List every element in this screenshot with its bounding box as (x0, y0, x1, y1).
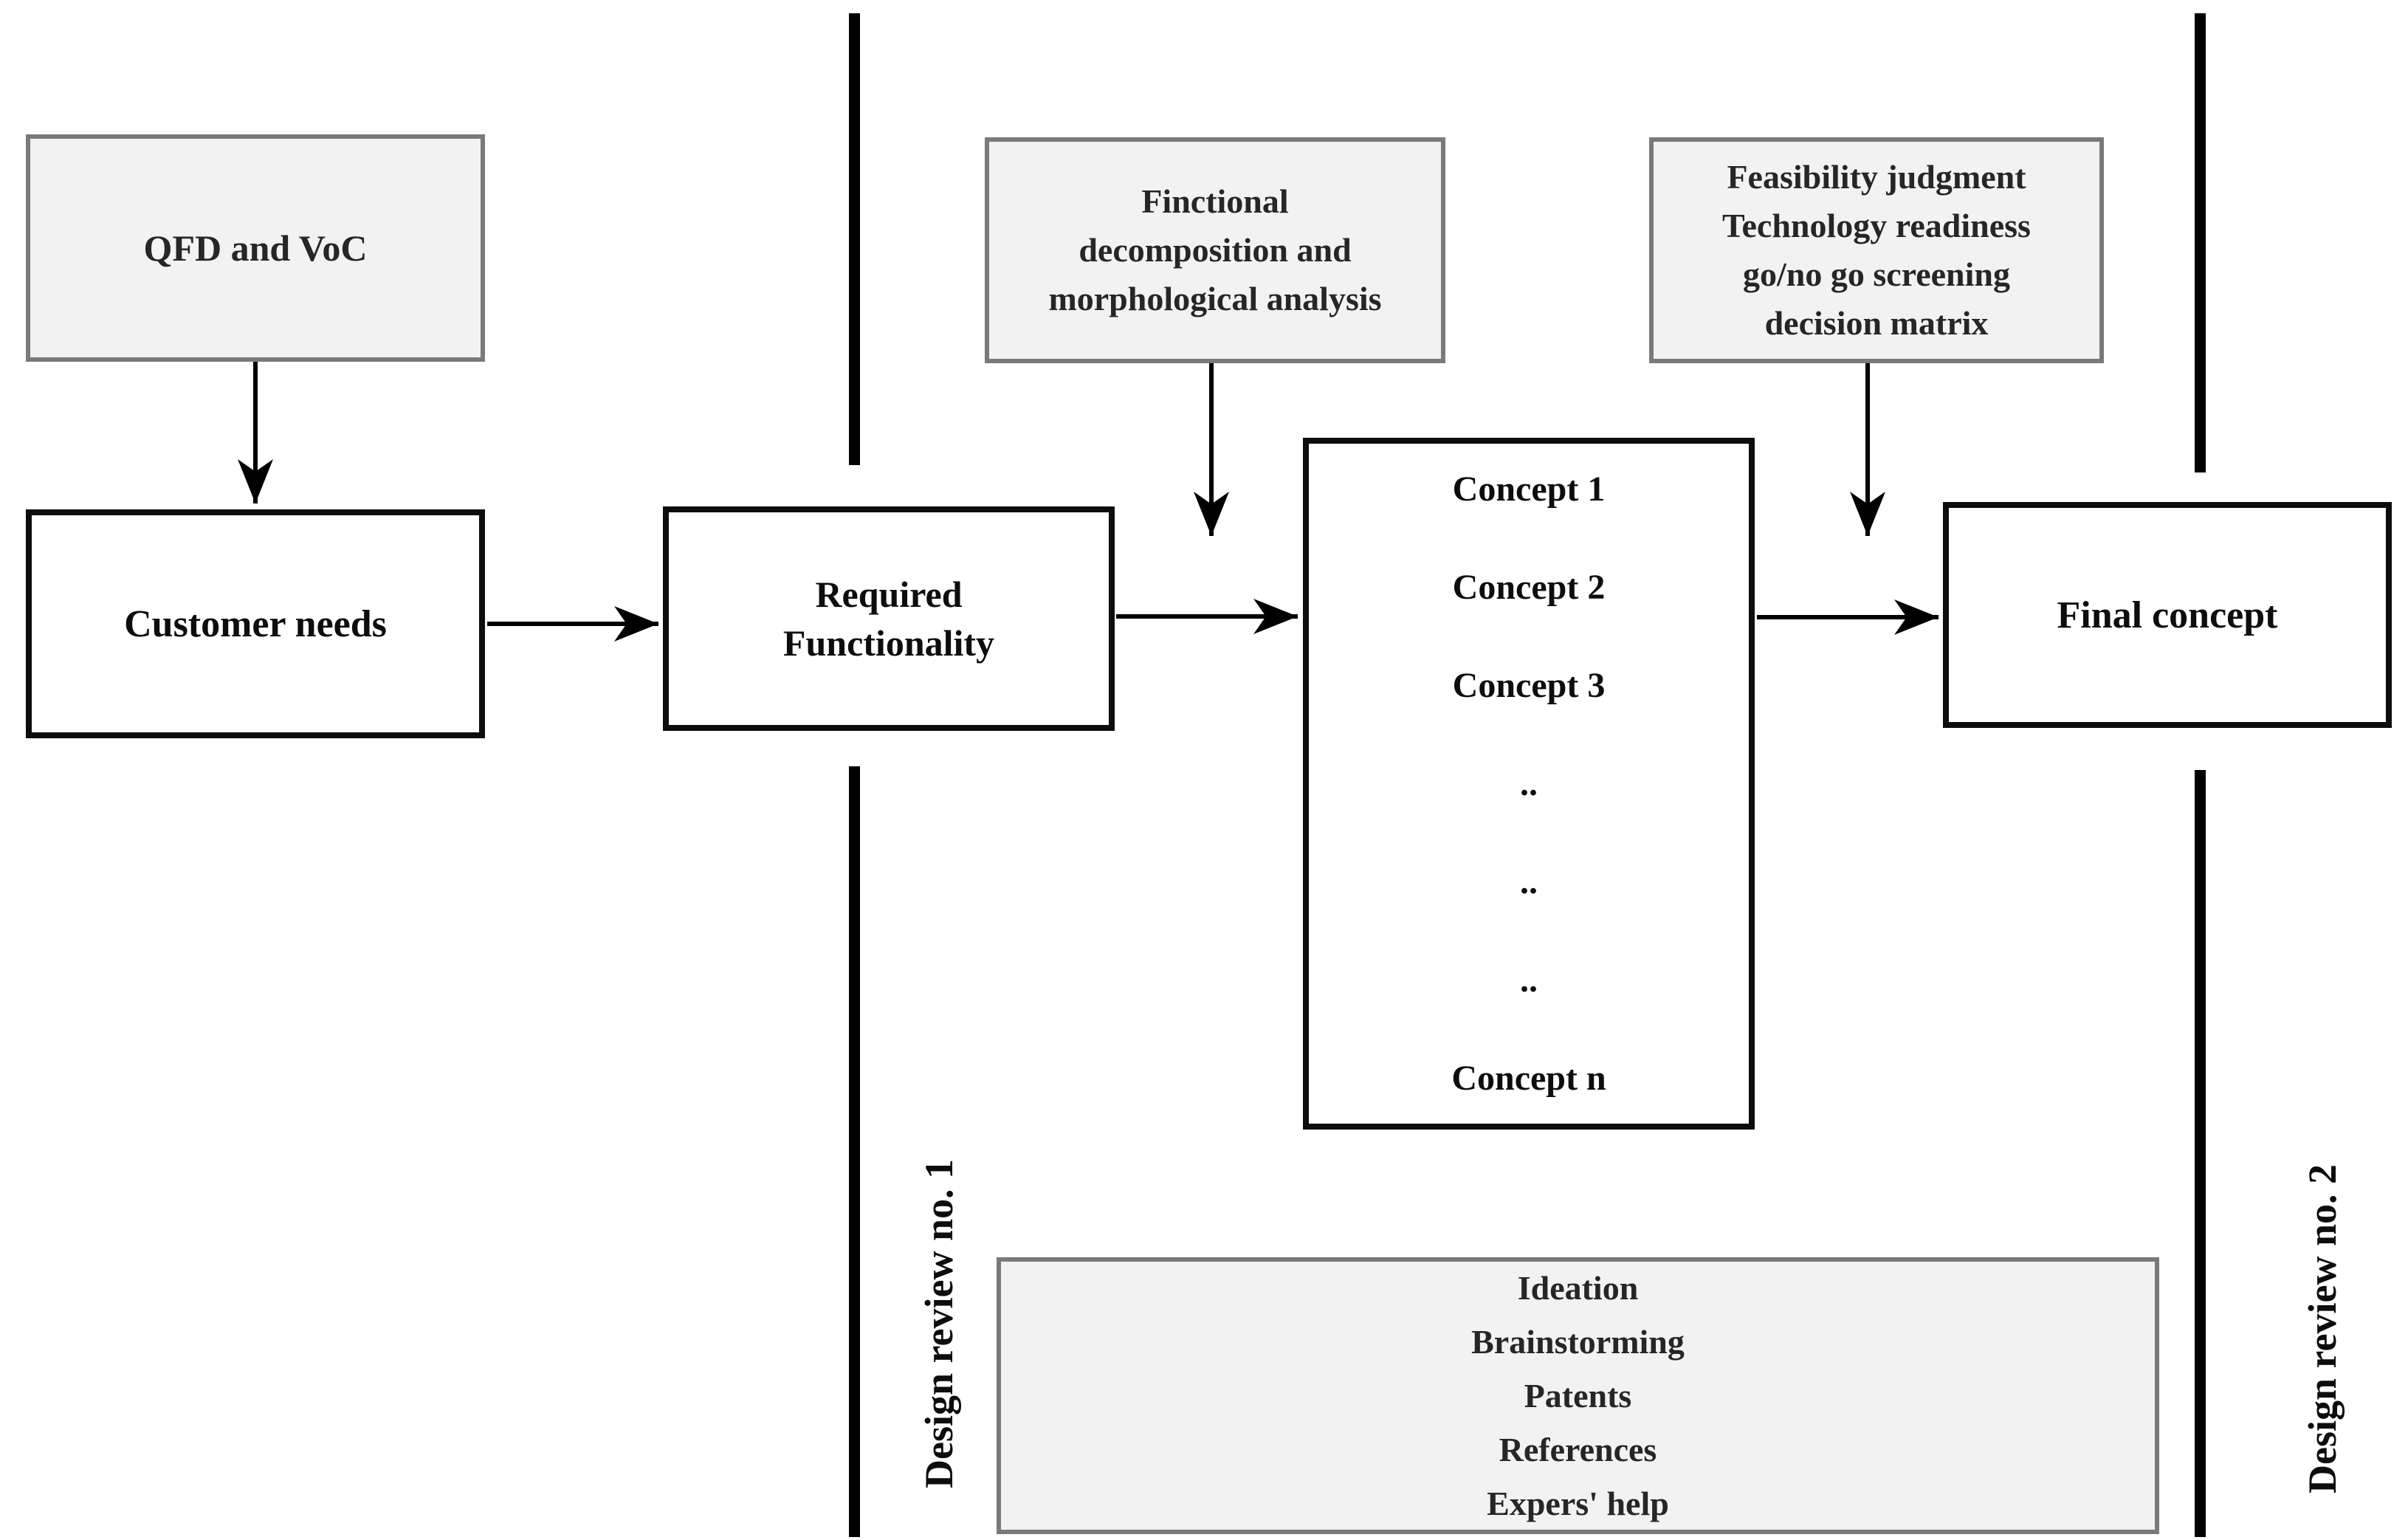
final-concept-box: Final concept (1943, 502, 2392, 728)
required-functionality-box: Required Functionality (663, 506, 1115, 731)
design-review-2-label: Design review no. 2 (2300, 1164, 2345, 1494)
feasibility-judgment-box: Feasibility judgment Technology readines… (1649, 137, 2104, 363)
design-review-1-label: Design review no. 1 (917, 1159, 961, 1488)
design-review-1-line-lower (849, 766, 860, 1537)
customer-needs-box: Customer needs (26, 509, 485, 738)
functional-decomposition-box: Finctional decomposition and morphologic… (985, 137, 1445, 363)
ideation-sources-box: Ideation Brainstorming Patents Reference… (997, 1257, 2159, 1534)
qfd-and-voc-box: QFD and VoC (26, 134, 485, 362)
design-review-2-line-upper (2195, 13, 2206, 472)
design-review-1-line-upper (849, 13, 860, 465)
concepts-list-box: Concept 1 Concept 2 Concept 3 .. .. .. C… (1303, 438, 1755, 1130)
design-review-2-line-lower (2195, 770, 2206, 1537)
